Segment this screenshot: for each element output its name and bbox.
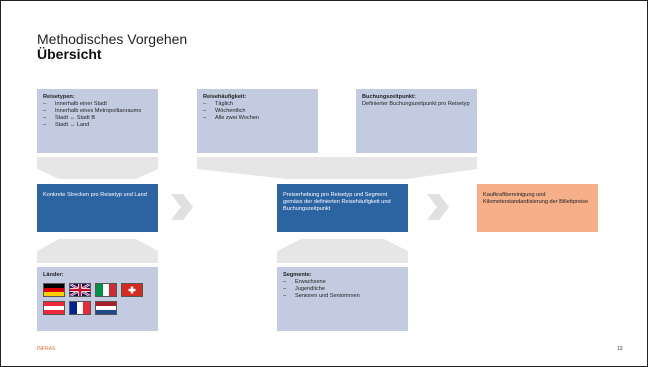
- reisetypen-box: Reisetypen: Innerhalb einer Stadt Innerh…: [37, 89, 158, 153]
- laender-heading: Länder:: [43, 272, 64, 278]
- switzerland-flag-icon: [121, 283, 143, 297]
- funnel-bottom-left: [37, 239, 158, 263]
- laender-box: Länder:: [37, 267, 158, 331]
- funnel-bottom-right: [277, 239, 408, 263]
- funnel-top-right: [197, 157, 477, 179]
- list-item: Stadt ↔ Land: [43, 122, 152, 129]
- list-item: Täglich: [203, 101, 312, 108]
- segmente-list: Erwachsene Jugendliche Senioren und Seni…: [283, 279, 402, 300]
- list-item: Jugendliche: [283, 286, 402, 293]
- italy-flag-icon: [95, 283, 117, 297]
- reisehaeufigkeit-heading: Reisehäufigkeit:: [203, 94, 247, 100]
- slide-title: Methodisches Vorgehen: [37, 31, 188, 47]
- list-item: Stadt ↔ Stadt B: [43, 115, 152, 122]
- slide-subtitle: Übersicht: [37, 46, 102, 62]
- reisetypen-heading: Reisetypen:: [43, 94, 75, 100]
- uk-flag-icon: [69, 283, 91, 297]
- footer-brand: INFRAS: [37, 346, 56, 352]
- reisetypen-list: Innerhalb einer Stadt Innerhalb eines Me…: [43, 101, 152, 129]
- process-step-preiserhebung: Preiserhebung pro Reisetyp und Segment g…: [277, 184, 408, 232]
- buchungszeitpunkt-heading: Buchungszeitpunkt:: [362, 94, 416, 100]
- flag-grid: [43, 283, 152, 315]
- funnel-top-left: [37, 157, 158, 179]
- list-item: Senioren und Seniorinnen: [283, 293, 402, 300]
- page-number: 13: [617, 346, 623, 352]
- buchungszeitpunkt-text: Definierter Buchungszeitpunkt pro Reiset…: [362, 101, 470, 107]
- austria-flag-icon: [43, 301, 65, 315]
- process-step-kaufkraft: Kaufkraftbereinigung und Kilometerstanda…: [477, 184, 598, 232]
- list-item: Wöchentlich: [203, 108, 312, 115]
- list-item: Innerhalb eines Metropolitanraums: [43, 108, 152, 115]
- list-item: Erwachsene: [283, 279, 402, 286]
- germany-flag-icon: [43, 283, 65, 297]
- netherlands-flag-icon: [95, 301, 117, 315]
- buchungszeitpunkt-box: Buchungszeitpunkt: Definierter Buchungsz…: [356, 89, 477, 153]
- list-item: Alle zwei Wochen: [203, 115, 312, 122]
- segmente-heading: Segmente:: [283, 272, 312, 278]
- france-flag-icon: [69, 301, 91, 315]
- segmente-box: Segmente: Erwachsene Jugendliche Seniore…: [277, 267, 408, 331]
- reisehaeufigkeit-list: Täglich Wöchentlich Alle zwei Wochen: [203, 101, 312, 122]
- reisehaeufigkeit-box: Reisehäufigkeit: Täglich Wöchentlich All…: [197, 89, 318, 153]
- arrow-right-icon: [427, 194, 449, 220]
- process-step-strecken: Konkrete Strecken pro Reisetyp und Land: [37, 184, 158, 232]
- list-item: Innerhalb einer Stadt: [43, 101, 152, 108]
- arrow-right-icon: [171, 194, 193, 220]
